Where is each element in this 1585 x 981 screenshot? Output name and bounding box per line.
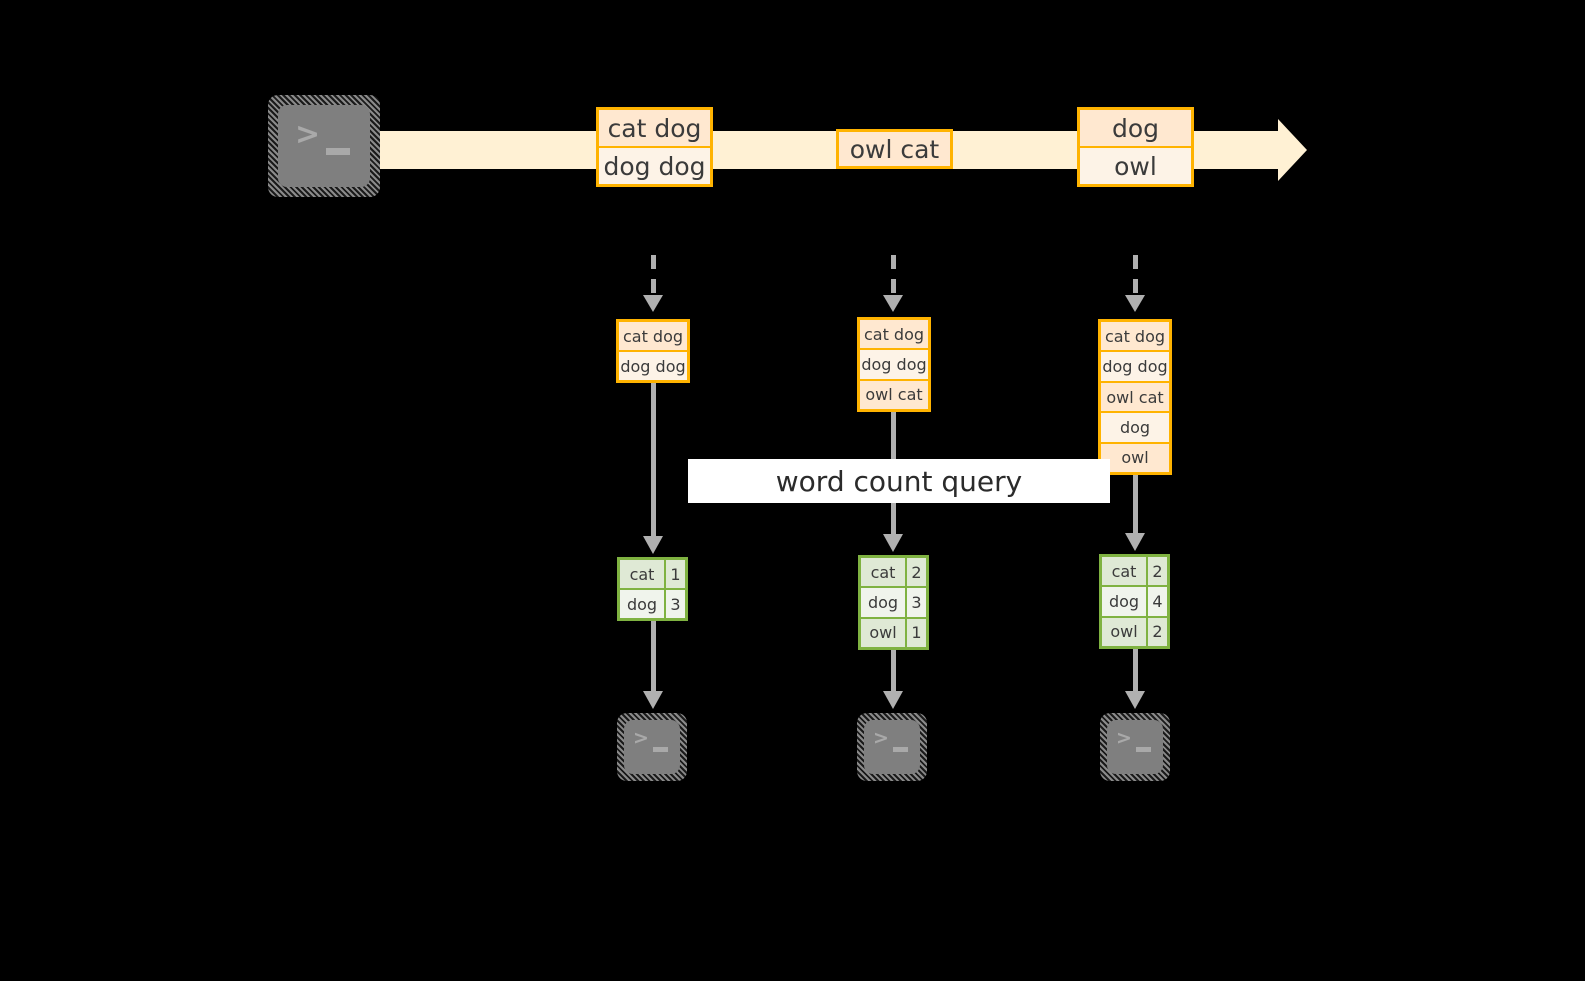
result-word: dog [861,588,907,617]
terminal-cursor-icon [1136,747,1151,752]
result-word: cat [620,560,666,588]
record-line: cat dog [599,110,710,148]
terminal-body [278,105,370,187]
record-line: dog [1080,110,1191,148]
snapshot-1-trigger-line [651,255,656,297]
buffer-line: cat dog [1101,322,1169,353]
table-row: cat 1 [620,560,685,590]
snapshot-3-sink-line [1133,649,1138,693]
query-label-band: word count query [688,459,1110,503]
record-line: owl cat [839,132,950,166]
terminal-body [1107,720,1163,774]
terminal-body [864,720,920,774]
snapshot-3-query-line [1133,475,1138,535]
stream-record-2: owl cat [836,129,953,169]
snapshot-1-buffer: cat dog dog dog [616,319,690,383]
table-row: dog 3 [861,588,926,619]
snapshot-3-sink-terminal-icon: > [1100,713,1170,781]
buffer-line: dog [1101,413,1169,444]
result-count: 4 [1148,587,1167,616]
snapshot-2-sink-arrowhead [883,691,903,709]
record-line: owl [1080,148,1191,184]
snapshot-2-sink-terminal-icon: > [857,713,927,781]
result-count: 2 [1148,617,1167,646]
snapshot-2-query-arrowhead [883,534,903,552]
buffer-line: dog dog [860,350,928,381]
result-count: 2 [1148,557,1167,586]
terminal-prompt-icon: > [633,727,649,749]
result-word: owl [1102,617,1148,646]
terminal-body [624,720,680,774]
buffer-line: owl cat [1101,382,1169,414]
terminal-cursor-icon [893,747,908,752]
buffer-line: cat dog [619,322,687,352]
snapshot-3-buffer: cat dog dog dog owl cat dog owl [1098,319,1172,475]
snapshot-3-query-arrowhead [1125,533,1145,551]
snapshot-2-trigger-line [891,255,896,297]
snapshot-2-trigger-arrowhead [883,295,903,312]
buffer-line: dog dog [619,352,687,380]
buffer-line: cat dog [860,320,928,351]
buffer-line: dog dog [1101,352,1169,383]
snapshot-3-result-table: cat 2 dog 4 owl 2 [1099,554,1170,649]
result-count: 2 [907,558,926,587]
snapshot-2-result-table: cat 2 dog 3 owl 1 [858,555,929,650]
table-row: cat 2 [1102,557,1167,588]
result-count: 1 [907,618,926,647]
snapshot-3-sink-arrowhead [1125,691,1145,709]
result-word: owl [861,618,907,647]
terminal-prompt-icon: > [295,117,321,152]
table-row: dog 3 [620,590,685,618]
source-terminal-icon: > [268,95,380,197]
record-line: dog dog [599,148,710,184]
snapshot-2-sink-line [891,650,896,693]
table-row: cat 2 [861,558,926,589]
result-word: cat [861,558,907,587]
table-row: owl 1 [861,618,926,647]
result-word: dog [620,590,666,618]
snapshot-3-trigger-line [1133,255,1138,297]
snapshot-1-trigger-arrowhead [643,295,663,312]
stream-arrow-head [1278,119,1307,181]
snapshot-1-query-arrowhead [643,536,663,554]
result-count: 3 [907,588,926,617]
buffer-line: owl cat [860,380,928,409]
terminal-prompt-icon: > [873,727,889,749]
snapshot-1-sink-terminal-icon: > [617,713,687,781]
terminal-cursor-icon [653,747,668,752]
result-count: 1 [666,560,685,588]
buffer-line: owl [1101,443,1169,473]
snapshot-1-sink-line [651,621,656,693]
snapshot-1-sink-arrowhead [643,691,663,709]
table-row: owl 2 [1102,617,1167,646]
snapshot-2-buffer: cat dog dog dog owl cat [857,317,931,412]
snapshot-1-result-table: cat 1 dog 3 [617,557,688,621]
stream-record-1: cat dog dog dog [596,107,713,187]
terminal-cursor-icon [326,148,350,155]
result-word: dog [1102,587,1148,616]
query-label: word count query [775,464,1023,498]
snapshot-1-query-line [651,383,656,538]
stream-record-3: dog owl [1077,107,1194,187]
result-word: cat [1102,557,1148,586]
snapshot-3-trigger-arrowhead [1125,295,1145,312]
terminal-prompt-icon: > [1116,727,1132,749]
result-count: 3 [666,590,685,618]
table-row: dog 4 [1102,587,1167,618]
